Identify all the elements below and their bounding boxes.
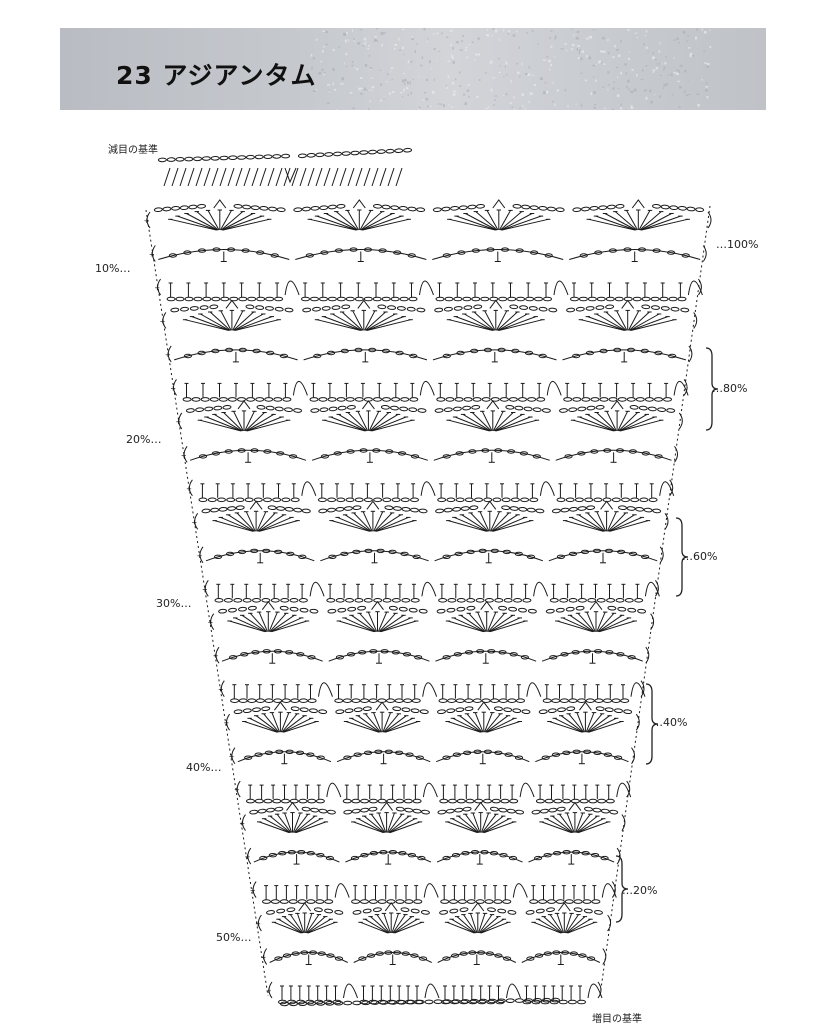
right-marker-100: …100% bbox=[716, 238, 758, 251]
svg-text:+: + bbox=[197, 551, 202, 561]
left-marker-10: 10%… bbox=[95, 262, 130, 275]
right-marker-20: …20% bbox=[622, 884, 657, 897]
stitch-row: + bbox=[250, 881, 617, 904]
svg-text:+: + bbox=[245, 852, 250, 862]
stitch-row: + bbox=[165, 345, 693, 363]
stitch-row: + bbox=[197, 546, 664, 564]
stitch-row: + bbox=[181, 446, 678, 463]
stitch-row: + bbox=[192, 500, 669, 532]
stitch-row: + bbox=[171, 379, 689, 402]
stitch-row: + bbox=[224, 701, 640, 733]
stitch-row: + bbox=[144, 199, 712, 231]
svg-text:+: + bbox=[171, 383, 176, 393]
svg-text:+: + bbox=[261, 953, 266, 963]
svg-text:+: + bbox=[176, 417, 181, 427]
brace bbox=[645, 683, 659, 765]
svg-text:+: + bbox=[208, 618, 213, 628]
left-marker-50: 50%… bbox=[216, 931, 251, 944]
stitch-row: + bbox=[160, 299, 698, 331]
svg-text:+: + bbox=[181, 450, 186, 460]
stitch-row: + bbox=[240, 801, 626, 834]
stitch-row: + bbox=[186, 479, 675, 503]
right-marker-40: …40% bbox=[652, 716, 687, 729]
left-marker-40: 40%… bbox=[186, 761, 221, 774]
svg-text:+: + bbox=[250, 886, 255, 896]
right-braces bbox=[615, 347, 719, 923]
stitch-row: + bbox=[234, 780, 632, 804]
svg-text:+: + bbox=[155, 283, 160, 293]
stitch-row: + bbox=[229, 747, 635, 765]
svg-text:+: + bbox=[186, 484, 191, 494]
left-marker-20: 20%… bbox=[126, 433, 161, 446]
svg-text:+: + bbox=[229, 752, 234, 762]
decrease-reference-strip bbox=[157, 147, 413, 187]
page-title: 23 アジアンタム bbox=[116, 61, 317, 90]
left-marker-30: 30%… bbox=[156, 597, 191, 610]
svg-text:+: + bbox=[160, 316, 165, 326]
brace bbox=[705, 347, 719, 431]
title-banner bbox=[60, 28, 766, 110]
svg-text:+: + bbox=[149, 250, 154, 260]
svg-text:+: + bbox=[202, 584, 207, 594]
svg-text:+: + bbox=[240, 819, 245, 829]
brace bbox=[615, 855, 629, 923]
svg-text:+: + bbox=[165, 350, 170, 360]
svg-text:+: + bbox=[255, 919, 260, 929]
stitch-rows: ++++++++++++++++++++++++ bbox=[144, 147, 712, 1007]
stitch-row: + bbox=[213, 646, 650, 664]
right-marker-80: …80% bbox=[712, 382, 747, 395]
svg-text:+: + bbox=[224, 718, 229, 728]
right-marker-60: …60% bbox=[682, 550, 717, 563]
stitch-row: + bbox=[155, 278, 703, 302]
svg-text:+: + bbox=[234, 785, 239, 795]
svg-text:+: + bbox=[144, 216, 149, 226]
brace bbox=[675, 517, 689, 597]
increase-reference-strip bbox=[280, 997, 560, 1007]
stitch-row: + bbox=[176, 400, 683, 432]
stitch-row: + bbox=[208, 600, 655, 633]
stitch-row: + bbox=[245, 847, 621, 865]
increase-reference-label: 増目の基準 bbox=[592, 1012, 642, 1024]
banner-texture bbox=[310, 28, 712, 110]
decrease-reference-label: 減目の基準 bbox=[108, 143, 158, 156]
stitch-row: + bbox=[149, 245, 707, 262]
stitch-row: + bbox=[255, 902, 612, 934]
svg-text:+: + bbox=[266, 986, 271, 996]
stitch-row: + bbox=[218, 680, 646, 704]
stitch-row: + bbox=[202, 580, 660, 603]
stitch-row: + bbox=[261, 948, 607, 965]
